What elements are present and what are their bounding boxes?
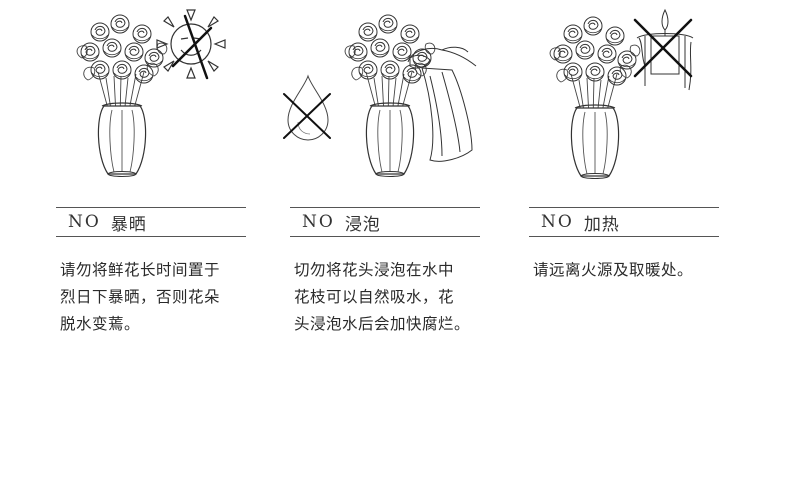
water-drop-crossed-icon — [283, 74, 331, 141]
description: 请远离火源及取暖处。 — [533, 257, 729, 284]
description: 请勿将鲜花长时间置于 烈日下暴晒，否则花朵 脱水变蔫。 — [60, 257, 256, 338]
title-prefix: NO — [302, 212, 335, 232]
description-line: 脱水变蔫。 — [60, 315, 141, 333]
description-line: 花枝可以自然吸水，花 — [294, 288, 455, 306]
description-line: 请勿将鲜花长时间置于 — [60, 261, 221, 279]
title-prefix: NO — [541, 212, 574, 232]
vase-bouquet-icon — [345, 15, 435, 177]
sun-crossed-icon — [156, 9, 226, 80]
title-bar: NO 暴晒 — [56, 207, 246, 237]
vase-bouquet-icon — [77, 15, 167, 177]
panel-3-illustration — [529, 8, 694, 200]
panel-2-illustration — [283, 0, 477, 200]
candle-crossed-icon — [633, 8, 694, 91]
title-prefix: NO — [68, 212, 101, 232]
panel-1-illustration — [56, 9, 226, 200]
title-bar: NO 浸泡 — [290, 207, 480, 237]
title-bar: NO 加热 — [529, 207, 719, 237]
hand-holding-bouquet-icon — [407, 46, 477, 162]
panel-no-sun: NO 暴晒 请勿将鲜花长时间置于 烈日下暴晒，否则花朵 脱水变蔫。 — [56, 0, 256, 484]
description-line: 烈日下暴晒，否则花朵 — [60, 288, 221, 306]
vase-bouquet-icon — [550, 17, 640, 179]
description-line: 头浸泡水后会加快腐烂。 — [294, 315, 471, 333]
description: 切勿将花头浸泡在水中 花枝可以自然吸水，花 头浸泡水后会加快腐烂。 — [294, 257, 490, 338]
description-line: 切勿将花头浸泡在水中 — [294, 261, 455, 279]
panel-title: 浸泡 — [344, 214, 381, 235]
description-line: 请远离火源及取暖处。 — [533, 261, 694, 279]
panel-no-heat: NO 加热 请远离火源及取暖处。 — [529, 0, 729, 484]
panel-no-soak: NO 浸泡 切勿将花头浸泡在水中 花枝可以自然吸水，花 头浸泡水后会加快腐烂。 — [283, 0, 490, 484]
panel-title: 暴晒 — [110, 214, 147, 235]
panel-title: 加热 — [583, 214, 620, 235]
